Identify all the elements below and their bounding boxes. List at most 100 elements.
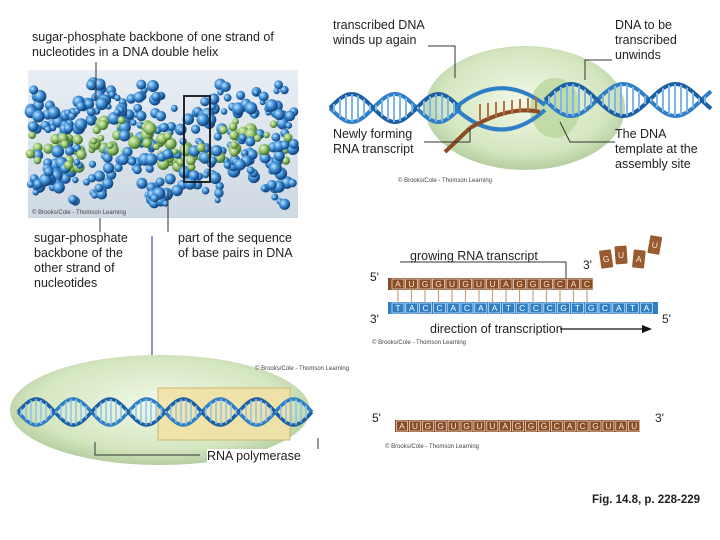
atom-sphere — [176, 158, 185, 167]
atom-sphere — [184, 177, 197, 190]
rna-base-letter: G — [516, 279, 523, 289]
atom-sphere — [155, 110, 167, 122]
atom-sphere — [178, 127, 185, 134]
atom-sphere — [113, 109, 121, 116]
free-nucleotide-letter: U — [651, 240, 659, 251]
rna-final-base-block — [486, 420, 499, 432]
atom-sphere — [228, 122, 238, 131]
atom-sphere — [171, 184, 183, 197]
rna-base-block — [486, 278, 499, 290]
free-nucleotide-letter: U — [618, 250, 625, 260]
atom-sphere — [114, 94, 121, 102]
credit-sequence: © Brooks/Cole - Thomson Learning — [372, 340, 467, 346]
atom-sphere — [163, 132, 172, 141]
dna-base-block — [502, 302, 515, 314]
atom-sphere — [87, 174, 97, 183]
atom-sphere — [117, 116, 126, 125]
atom-sphere — [214, 188, 224, 198]
rna-final-base-letter: G — [437, 421, 444, 431]
dna-base-letter: T — [630, 303, 635, 313]
atom-sphere — [236, 90, 246, 100]
dna-base-block — [391, 302, 405, 314]
atom-sphere — [196, 143, 206, 153]
dna-base-block — [598, 302, 612, 314]
prime-dna-3: 3' — [370, 312, 379, 326]
rna-final-base-letter: G — [463, 421, 470, 431]
rna-base-block — [567, 278, 580, 290]
dna-base-block — [419, 302, 432, 314]
atom-sphere — [118, 129, 131, 142]
base-pair-highlight-box — [183, 95, 211, 183]
atom-sphere — [32, 142, 43, 153]
atom-sphere — [201, 186, 210, 195]
atom-sphere — [114, 163, 123, 172]
atom-sphere — [94, 183, 104, 193]
rna-final-base-letter: C — [580, 421, 586, 431]
atom-sphere — [39, 173, 52, 187]
rna-base-block — [432, 278, 445, 290]
dna-base-letter: C — [533, 303, 539, 313]
atom-sphere — [97, 119, 108, 131]
atom-sphere — [215, 181, 224, 191]
dna-base-letter: C — [436, 303, 442, 313]
atom-sphere — [128, 157, 136, 166]
atom-sphere — [229, 130, 239, 141]
atom-sphere — [72, 134, 83, 145]
atom-sphere — [155, 177, 165, 187]
rna-base-block — [405, 278, 418, 290]
atom-sphere — [209, 103, 216, 111]
atom-sphere — [43, 143, 54, 154]
atom-sphere — [238, 133, 247, 142]
rna-base-block — [391, 278, 405, 290]
atom-sphere — [230, 141, 239, 149]
rna-base-block — [553, 278, 567, 290]
atom-sphere — [132, 165, 142, 175]
atom-sphere — [133, 103, 143, 113]
dna-base-letter: T — [395, 303, 400, 313]
atom-sphere — [271, 132, 281, 142]
atom-sphere — [44, 125, 52, 134]
rna-final-base-block — [409, 420, 421, 432]
dna-base-block — [640, 302, 653, 314]
label-rewinds: transcribed DNA winds up again — [333, 18, 425, 47]
atom-sphere — [240, 149, 249, 157]
dna-base-block — [433, 302, 446, 314]
label-base-pairs: part of the sequence of base pairs in DN… — [178, 231, 293, 260]
rna-final-base-letter: A — [618, 421, 624, 431]
atom-sphere — [171, 148, 178, 155]
atom-sphere — [86, 79, 97, 91]
rna-final-base-letter: A — [399, 421, 405, 431]
figure-reference: Fig. 14.8, p. 228-229 — [592, 494, 701, 506]
dna-base-block — [571, 302, 584, 314]
atom-sphere — [102, 177, 114, 189]
rna-final-base-block — [525, 420, 537, 432]
rna-final-base-block — [550, 420, 563, 432]
atom-sphere — [179, 137, 187, 145]
atom-sphere — [162, 148, 173, 160]
atom-sphere — [217, 89, 224, 96]
atom-sphere — [76, 149, 87, 160]
rna-base-block — [580, 278, 594, 290]
label-backbone-one: sugar-phosphate backbone of one strand o… — [32, 30, 274, 59]
dna-base-letter: A — [450, 303, 456, 313]
dna-base-block — [529, 302, 543, 314]
atom-sphere — [244, 101, 258, 115]
dna-base-letter: C — [602, 303, 608, 313]
atom-sphere — [253, 134, 262, 142]
dna-base-letter: A — [409, 303, 415, 313]
rna-base-block — [472, 278, 486, 290]
rna-final-base-block — [563, 420, 576, 432]
atom-sphere — [209, 172, 222, 184]
atom-sphere — [145, 164, 154, 173]
atom-sphere — [152, 143, 160, 151]
atom-sphere — [182, 113, 195, 125]
dna-base-block — [557, 302, 570, 314]
label-polymerase: RNA polymerase — [207, 449, 327, 464]
atom-sphere — [68, 194, 78, 205]
atom-sphere — [220, 108, 228, 115]
credit-bubble: © Brooks/Cole - Thomson Learning — [398, 178, 493, 184]
rna-base-letter: U — [489, 279, 495, 289]
rna-base-letter: G — [543, 279, 550, 289]
direction-arrow-head — [642, 325, 652, 333]
